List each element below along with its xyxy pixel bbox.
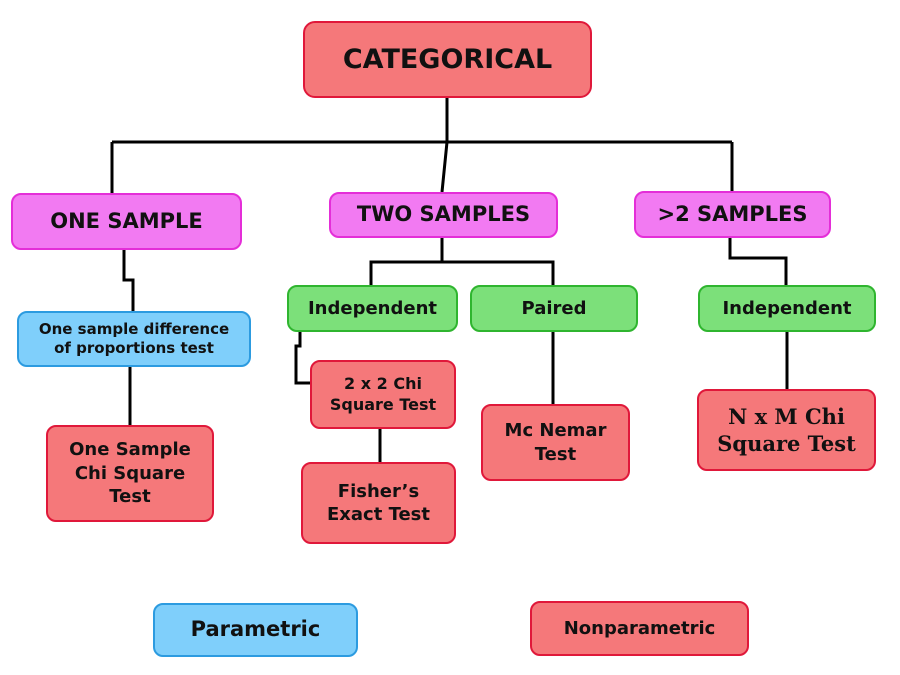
node-categorical: CATEGORICAL <box>303 21 592 98</box>
connector-independent-to-2x2 <box>294 332 310 385</box>
node-two-samples: TWO SAMPLES <box>329 192 558 238</box>
node-gt2-samples: >2 SAMPLES <box>634 191 831 238</box>
node-one-sample-difference-test: One sample difference of proportions tes… <box>17 311 251 367</box>
node-fishers-exact-test: Fisher’s Exact Test <box>301 462 456 544</box>
node-independent-two-samples: Independent <box>287 285 458 332</box>
legend-nonparametric: Nonparametric <box>530 601 749 656</box>
node-one-sample: ONE SAMPLE <box>11 193 242 250</box>
node-independent-gt2-samples: Independent <box>698 285 876 332</box>
connector-gt2-to-independent <box>728 238 788 285</box>
node-mc-nemar-test: Mc Nemar Test <box>481 404 630 481</box>
connector-two-samples-bar <box>369 260 555 285</box>
connector-root-trunk <box>440 98 449 193</box>
connector-one-sample-to-diff <box>122 250 135 311</box>
node-paired: Paired <box>470 285 638 332</box>
node-nxm-chi-square: N x M Chi Square Test <box>697 389 876 471</box>
node-one-sample-chi-square: One Sample Chi Square Test <box>46 425 214 522</box>
node-2x2-chi-square: 2 x 2 Chi Square Test <box>310 360 456 429</box>
legend-parametric: Parametric <box>153 603 358 657</box>
